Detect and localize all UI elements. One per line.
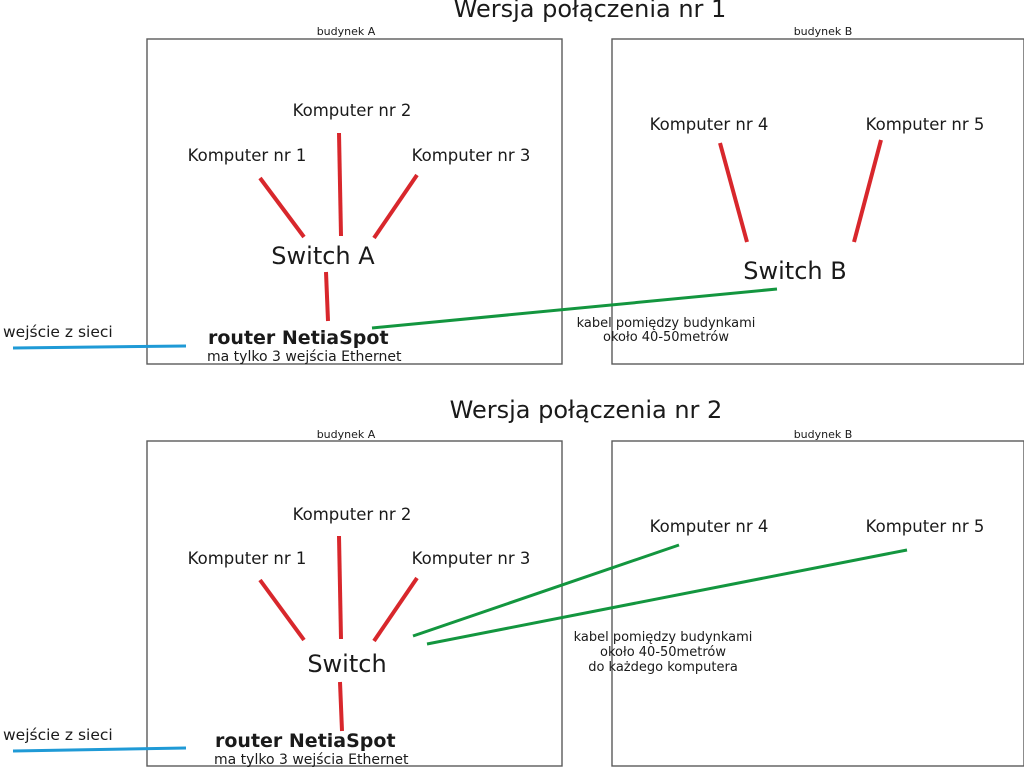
link-computer5-switch-b: [852, 139, 883, 243]
link-computer1-switch: [258, 578, 306, 642]
link-switch-a-router: [324, 271, 330, 322]
version-2-title: Wersja połączenia nr 2: [450, 396, 723, 424]
building-b-box: [611, 38, 1024, 365]
cable-label-line-1: kabel pomiędzy budynkami: [574, 630, 753, 645]
link-computer4-switch-b: [718, 142, 749, 243]
switch-label: Switch: [307, 650, 386, 678]
version-1-diagram: Wersja połączenia nr 1 budynek A budynek…: [3, 0, 1024, 365]
link-computer3-switch: [372, 576, 419, 643]
link-computer3-switch-a: [372, 173, 419, 240]
cable-router-switch-b: [371, 287, 778, 330]
internet-line: [12, 344, 187, 350]
building-a-label: budynek A: [317, 428, 376, 441]
switch-b-label: Switch B: [743, 257, 846, 285]
version-2-diagram: Wersja połączenia nr 2 budynek A budynek…: [3, 396, 1024, 768]
version-1-title: Wersja połączenia nr 1: [454, 0, 727, 23]
link-computer2-switch: [337, 535, 343, 640]
switch-a-label: Switch A: [271, 242, 375, 270]
building-a-box: [146, 440, 563, 767]
link-switch-router: [338, 681, 344, 732]
router-note: ma tylko 3 wejścia Ethernet: [207, 349, 402, 365]
router-label: router NetiaSpot: [215, 730, 396, 752]
cable-label-line-2: około 40-50metrów: [603, 330, 729, 345]
computer-1-label: Komputer nr 1: [188, 146, 307, 165]
cable-label-line-3: do każdego komputera: [588, 660, 738, 675]
cable-switch-computer4: [412, 543, 680, 638]
internet-line: [12, 746, 187, 753]
computer-2-label: Komputer nr 2: [293, 101, 412, 120]
router-note: ma tylko 3 wejścia Ethernet: [214, 752, 409, 768]
computer-4-label: Komputer nr 4: [650, 517, 769, 536]
computer-3-label: Komputer nr 3: [412, 549, 531, 568]
computer-1-label: Komputer nr 1: [188, 549, 307, 568]
router-label: router NetiaSpot: [208, 327, 389, 349]
building-a-box: [146, 38, 563, 365]
building-b-box: [611, 440, 1024, 767]
building-a-label: budynek A: [317, 25, 376, 38]
computer-2-label: Komputer nr 2: [293, 505, 412, 524]
building-b-label: budynek B: [794, 428, 853, 441]
computer-5-label: Komputer nr 5: [866, 517, 985, 536]
computer-5-label: Komputer nr 5: [866, 115, 985, 134]
computer-3-label: Komputer nr 3: [412, 146, 531, 165]
cable-label-line-1: kabel pomiędzy budynkami: [577, 316, 756, 331]
link-computer2-switch-a: [337, 132, 343, 237]
computer-4-label: Komputer nr 4: [650, 115, 769, 134]
cable-switch-computer5: [426, 548, 908, 646]
cable-label-line-2: około 40-50metrów: [600, 645, 726, 660]
link-computer1-switch-a: [258, 176, 306, 239]
internet-label: wejście z sieci: [3, 726, 113, 744]
building-b-label: budynek B: [794, 25, 853, 38]
internet-label: wejście z sieci: [3, 323, 113, 341]
